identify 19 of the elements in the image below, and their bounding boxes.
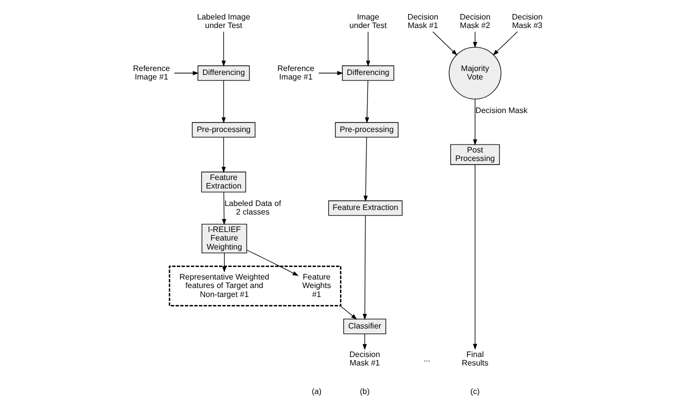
arrow	[472, 30, 477, 48]
arrow	[362, 333, 366, 350]
arrow	[472, 98, 477, 145]
arrow	[339, 304, 357, 320]
arrow	[173, 70, 198, 75]
arrow	[365, 30, 370, 66]
arrow	[472, 164, 477, 350]
arrow	[221, 80, 226, 123]
arrow	[246, 249, 298, 276]
arrow	[221, 136, 226, 172]
arrow	[318, 70, 343, 75]
arrow	[432, 30, 457, 55]
arrow	[492, 30, 518, 55]
arrow	[363, 136, 368, 202]
arrow	[364, 80, 369, 123]
arrow	[222, 252, 226, 272]
arrow	[221, 30, 226, 66]
arrow	[362, 214, 366, 320]
arrow	[222, 191, 226, 225]
